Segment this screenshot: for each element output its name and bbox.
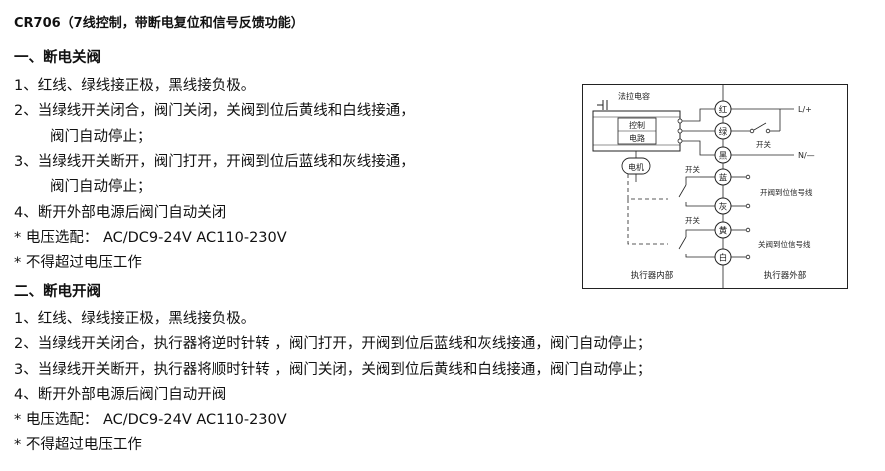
section-2-heading: 二、断电开阀 [14, 284, 101, 300]
wire-blue: 蓝 [714, 168, 732, 186]
inside-label: 执行器内部 [631, 270, 674, 281]
wire-green: 绿 [714, 122, 732, 140]
section-1-line-4: 3、当绿线开关断开，阀门打开，开阀到位后蓝线和灰线接通， [14, 154, 415, 170]
svg-text:黑: 黑 [719, 152, 728, 162]
section-2-voltage: * 电压选配： AC/DC9-24V AC110-230V [14, 412, 287, 428]
capacitor-icon [597, 100, 608, 110]
svg-text:绿: 绿 [719, 127, 728, 138]
negative-label: N/— [798, 151, 815, 160]
page-title: CR706（7线控制，带断电复位和信号反馈功能） [14, 16, 304, 31]
section-1-voltage: * 电压选配： AC/DC9-24V AC110-230V [14, 230, 287, 246]
external-switch-label: 开关 [756, 139, 771, 149]
svg-text:红: 红 [719, 105, 728, 116]
section-1-warning: * 不得超过电压工作 [14, 255, 142, 271]
section-1-heading: 一、断电关阀 [14, 50, 101, 66]
section-1-line-5: 阀门自动停止； [50, 179, 152, 195]
svg-text:黄: 黄 [719, 226, 728, 237]
control-label: 控制 [629, 120, 645, 130]
wire-red: 红 [714, 100, 732, 118]
section-2-line-1: 1、红线、绿线接正极，黑线接负极。 [14, 311, 256, 327]
section-2-line-2: 2、当绿线开关闭合，执行器将逆时针转 ，阀门打开，开阀到位后蓝线和灰线接通，阀门… [14, 336, 652, 352]
motor-label: 电机 [628, 162, 644, 172]
close-signal-label: 关阀到位信号线 [758, 239, 811, 249]
section-1-line-2: 2、当绿线开关闭合，阀门关闭，关阀到位后黄线和白线接通， [14, 103, 415, 119]
internal-close-switch-label: 开关 [685, 215, 700, 225]
section-1-line-1: 1、红线、绿线接正极，黑线接负极。 [14, 78, 256, 94]
close-limit-link [627, 199, 668, 245]
outside-label: 执行器外部 [764, 270, 807, 281]
section-2-warning: * 不得超过电压工作 [14, 437, 142, 453]
section-2-line-4: 4、断开外部电源后阀门自动开阀 [14, 387, 227, 403]
section-1-line-6: 4、断开外部电源后阀门自动关闭 [14, 205, 227, 221]
section-2-line-3: 3、当绿线开关断开，执行器将顺时针转 ，阀门关闭，关阀到位后黄线和白线接通，阀门… [14, 362, 652, 378]
section-1-line-3: 阀门自动停止； [50, 129, 152, 145]
svg-text:灰: 灰 [719, 202, 728, 213]
svg-text:白: 白 [719, 253, 728, 264]
wiring-diagram: 法拉电容 控制 电路 电机 开关 开关 红 绿 黑 [582, 84, 848, 289]
internal-open-switch-label: 开关 [685, 164, 700, 174]
svg-text:蓝: 蓝 [719, 173, 728, 184]
wire-yellow: 黄 [714, 221, 732, 239]
wire-black: 黑 [714, 146, 732, 164]
capacitor-label: 法拉电容 [618, 91, 650, 101]
circuit-label: 电路 [629, 133, 645, 143]
open-signal-label: 开阀到位信号线 [760, 187, 813, 197]
wire-white: 白 [714, 248, 732, 266]
wire-gray: 灰 [714, 197, 732, 215]
positive-label: L/+ [798, 105, 812, 114]
